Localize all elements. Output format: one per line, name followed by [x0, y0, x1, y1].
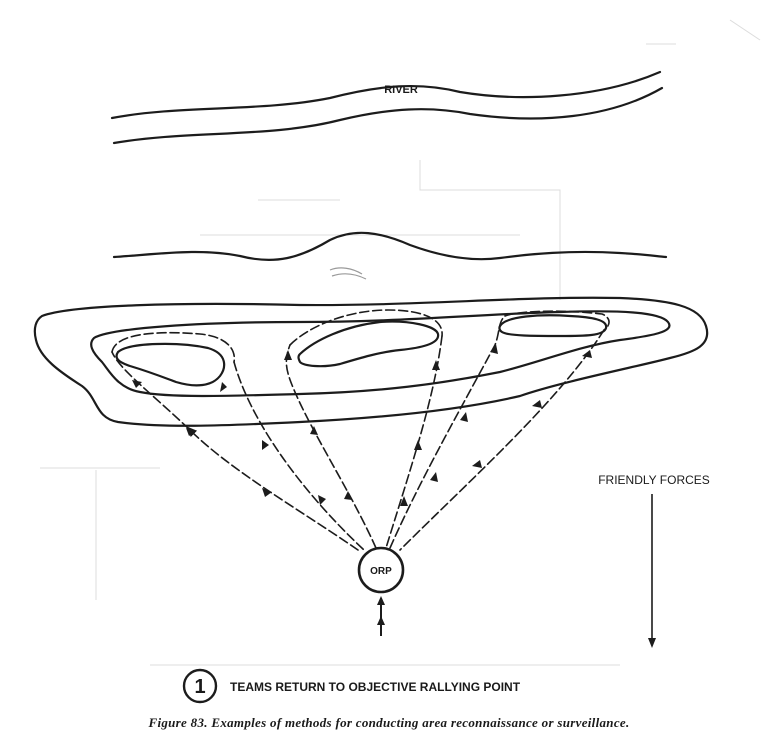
river-label: RIVER — [384, 84, 418, 96]
friendly-forces-label: FRIENDLY FORCES — [598, 473, 710, 487]
faint-sketch — [329, 267, 367, 280]
step-caption: TEAMS RETURN TO OBJECTIVE RALLYING POINT — [230, 680, 521, 694]
step-number: 1 — [194, 676, 205, 698]
objective-hill-east — [498, 314, 608, 338]
friendly-forces-indicator: FRIENDLY FORCES — [598, 473, 710, 648]
river-south-bank — [112, 86, 664, 145]
route-east-over — [504, 310, 610, 331]
approach-arrow — [377, 596, 385, 636]
river-north-bank — [110, 70, 662, 120]
orp-label: ORP — [370, 566, 392, 577]
route-arrows — [132, 344, 592, 506]
bleed-through-marks — [40, 19, 761, 666]
objective-area-contours — [33, 296, 709, 427]
river: RIVER — [110, 70, 664, 145]
objective-rallying-point: ORP — [357, 546, 405, 594]
route-west-over — [111, 331, 236, 363]
route-center-out — [285, 344, 377, 549]
step-indicator: 1 TEAMS RETURN TO OBJECTIVE RALLYING POI… — [182, 668, 521, 704]
route-east-back — [399, 329, 605, 551]
objective-hill-west — [115, 342, 226, 387]
team-routes — [111, 309, 610, 551]
outer-contour — [33, 296, 709, 427]
objective-hill-center — [297, 320, 440, 368]
figure-caption: Figure 83. Examples of methods for condu… — [148, 715, 630, 730]
route-west-back — [233, 361, 365, 551]
route-east-out — [389, 315, 506, 549]
route-center-over — [289, 309, 443, 346]
terrain-ridge-line — [112, 231, 668, 262]
route-center-back — [385, 335, 443, 549]
middle-contour — [90, 310, 671, 398]
route-west-out — [111, 351, 359, 551]
